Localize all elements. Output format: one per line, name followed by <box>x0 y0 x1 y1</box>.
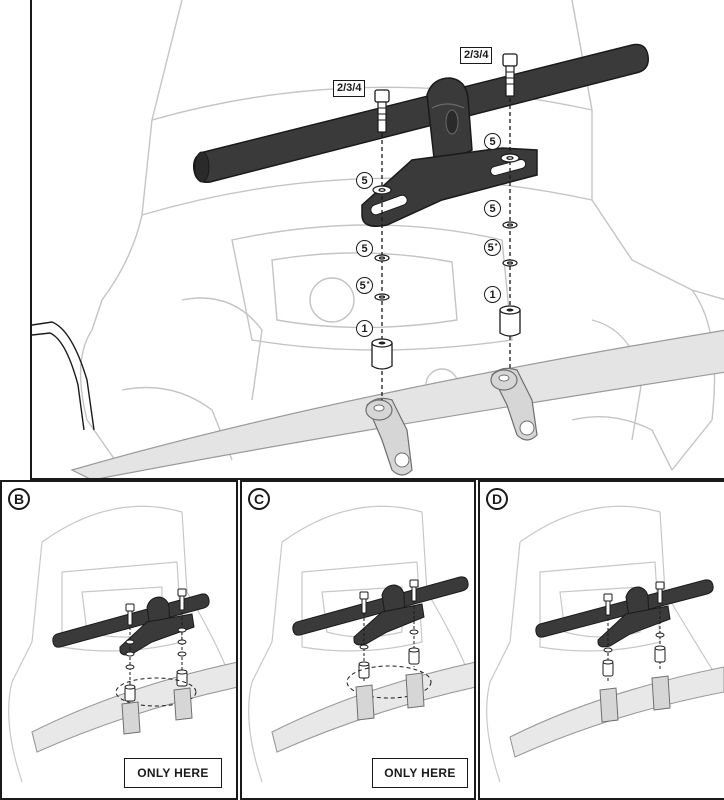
panel-b-diagram <box>8 505 236 783</box>
spacer-right <box>499 305 521 337</box>
handlebar-clamps <box>365 367 538 476</box>
bolt-code-label-left: 2/3/4 <box>333 80 366 97</box>
windscreen-outline <box>248 505 473 783</box>
spacers <box>358 647 420 679</box>
handlebar <box>271 661 474 753</box>
option-panel-d: D <box>478 480 724 800</box>
bolt-code-label-right: 2/3/4 <box>460 47 493 64</box>
callout-spacer-1-left: 1 <box>356 320 373 337</box>
handlebar-clamps <box>599 675 671 723</box>
handlebar-clamps <box>355 672 425 721</box>
alt-marker: * <box>366 281 370 288</box>
bolts <box>359 579 419 614</box>
main-exploded-view: 2/3/4 2/3/4 5 5 5* 1 5 5 5* 1 <box>30 0 724 480</box>
bolts <box>603 581 665 616</box>
only-here-note-b: ONLY HERE <box>124 758 222 788</box>
bolts <box>125 588 187 626</box>
handlebar-clamps <box>121 687 193 735</box>
bracket-plate <box>597 605 671 648</box>
option-panel-b: B ONLY HERE <box>0 480 238 800</box>
panel-label-d: D <box>486 488 508 510</box>
accessory-crossbar <box>292 576 469 636</box>
panel-label-c: C <box>248 488 270 510</box>
bolt-left <box>374 89 390 133</box>
panel-c-diagram <box>248 505 474 783</box>
callout-washer-5-alt-right: 5* <box>484 239 501 256</box>
washers-left <box>372 185 392 301</box>
callout-washer-5-left-top: 5 <box>356 172 373 189</box>
callout-washer-5-right: 5 <box>484 200 501 217</box>
spacer-left <box>371 338 393 370</box>
spacers <box>602 645 666 677</box>
bracket-plate <box>353 603 425 646</box>
washers <box>603 632 665 653</box>
panel-label-b: B <box>8 488 30 510</box>
washers <box>359 629 419 650</box>
option-panel-c: C ONLY HERE <box>240 480 476 800</box>
washers-right <box>500 153 520 267</box>
main-diagram <box>32 0 724 478</box>
highlight-ring <box>115 677 197 707</box>
washers <box>125 627 187 670</box>
callout-spacer-1-right: 1 <box>484 286 501 303</box>
accessory-crossbar <box>192 43 649 227</box>
alt-marker: * <box>494 243 498 250</box>
callout-label: 5 <box>359 279 366 292</box>
callout-washer-5-right-top: 5 <box>484 133 501 150</box>
callout-washer-5-left: 5 <box>356 240 373 257</box>
handlebar <box>70 329 724 478</box>
callout-label: 5 <box>487 241 494 254</box>
highlight-ring <box>346 665 432 699</box>
accessory-crossbar <box>535 579 714 638</box>
panel-d-diagram <box>486 505 724 783</box>
only-here-note-c: ONLY HERE <box>372 758 468 788</box>
callout-washer-5-alt-left: 5* <box>356 277 373 294</box>
bolt-right <box>502 53 518 97</box>
